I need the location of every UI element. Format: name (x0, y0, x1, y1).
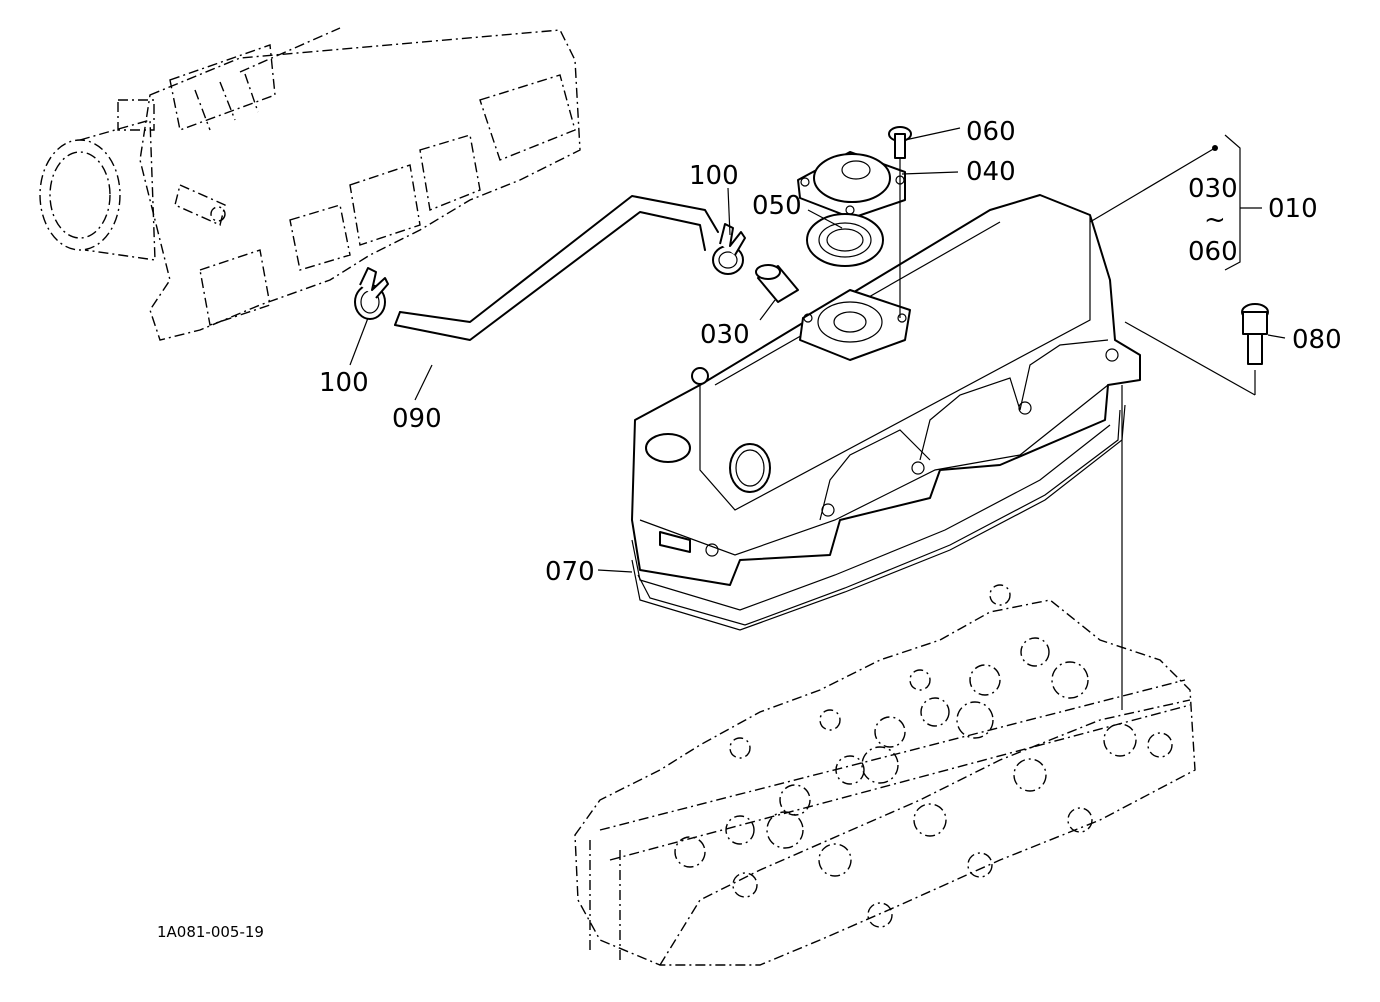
label-030-pipe: 030 (700, 320, 750, 350)
label-090: 090 (392, 404, 442, 434)
part-labels: 060 040 050 100 030 100 090 070 080 030 … (319, 117, 1342, 587)
pipe-030 (755, 264, 799, 303)
label-050: 050 (752, 191, 802, 221)
hose-clamp-100-left (354, 267, 389, 320)
label-060-range-end: 060 (1188, 237, 1238, 267)
label-010: 010 (1268, 194, 1318, 224)
gasket-070 (631, 404, 1126, 631)
breather-hose-090 (394, 195, 719, 341)
figure-code: 1A081-005-19 (157, 923, 264, 941)
bolt-080 (1241, 303, 1269, 365)
diaphragm-050 (806, 213, 884, 267)
cylinder-head-ghost (574, 584, 1196, 966)
label-080: 080 (1292, 325, 1342, 355)
label-040: 040 (966, 157, 1016, 187)
breather-base (799, 289, 911, 361)
label-100-left: 100 (319, 368, 369, 398)
leader-lines (349, 127, 1286, 710)
hose-clamp-100-right (712, 223, 746, 275)
breather-cover-040 (797, 151, 906, 219)
label-100-right: 100 (689, 161, 739, 191)
bolt-060 (888, 126, 912, 159)
head-cover (631, 194, 1141, 626)
label-range-tilde: ~ (1204, 205, 1226, 235)
label-060-bolt: 060 (966, 117, 1016, 147)
exhaust-manifold-ghost (39, 27, 581, 341)
label-030-range-start: 030 (1188, 174, 1238, 204)
label-070: 070 (545, 557, 595, 587)
cylinder-head-bores (674, 584, 1173, 928)
